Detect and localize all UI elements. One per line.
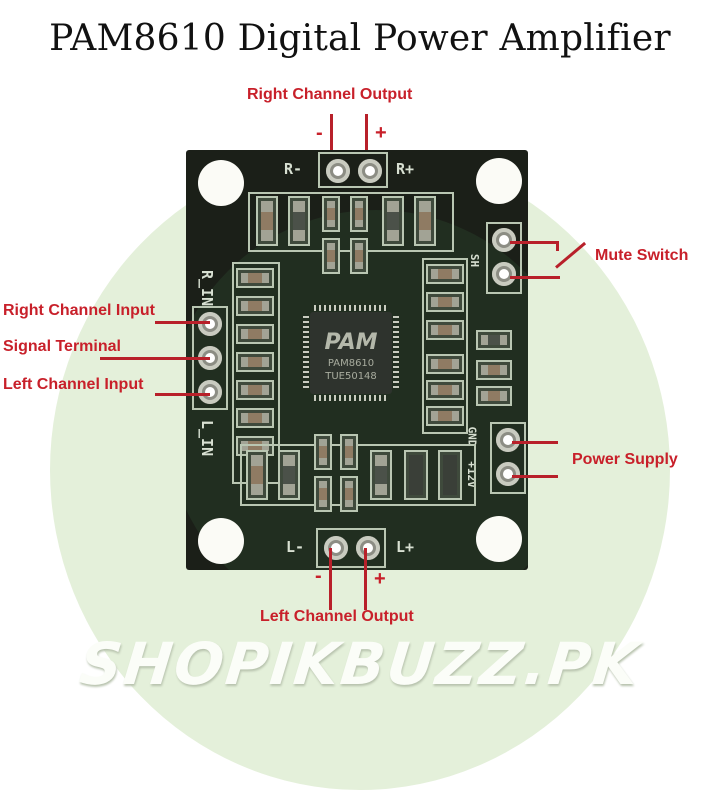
power-header bbox=[490, 422, 526, 494]
page-title: PAM8610 Digital Power Amplifier bbox=[49, 18, 671, 59]
right-resistor-outline bbox=[422, 258, 468, 434]
smd-component bbox=[246, 450, 268, 500]
pad-l-minus bbox=[324, 536, 348, 560]
smd-component bbox=[322, 238, 340, 274]
smd-component bbox=[256, 196, 278, 246]
mute-line-top-tick bbox=[556, 241, 559, 251]
mute-line-top bbox=[510, 241, 558, 244]
right-output-plus-line bbox=[365, 114, 368, 176]
silk-l-plus: L+ bbox=[396, 538, 415, 556]
smd-diode bbox=[404, 450, 428, 500]
watermark: SHOPIKBUZZ.PK bbox=[76, 630, 644, 698]
smd-component bbox=[340, 434, 358, 470]
smd-component bbox=[236, 324, 274, 344]
pad-gnd bbox=[496, 428, 520, 452]
chip-model: PAM8610 bbox=[327, 358, 375, 369]
label-signal-terminal: Signal Terminal bbox=[3, 338, 121, 355]
smd-component bbox=[340, 476, 358, 512]
pad-r-minus bbox=[326, 159, 350, 183]
label-mute-switch: Mute Switch bbox=[595, 247, 689, 264]
pad-r-in bbox=[198, 312, 222, 336]
label-power-supply: Power Supply bbox=[572, 451, 678, 468]
smd-component bbox=[314, 476, 332, 512]
pad-r-plus bbox=[358, 159, 382, 183]
smd-component bbox=[426, 320, 464, 340]
smd-component bbox=[426, 292, 464, 312]
pad-l-plus bbox=[356, 536, 380, 560]
smd-component bbox=[476, 386, 512, 406]
smd-component bbox=[236, 268, 274, 288]
silk-r-plus: R+ bbox=[396, 160, 415, 178]
smd-component bbox=[414, 196, 436, 246]
left-output-header bbox=[316, 528, 386, 568]
silk-r-in: R_IN bbox=[198, 270, 216, 307]
chip-pins-bottom bbox=[314, 395, 388, 401]
pad-mute-2 bbox=[492, 262, 516, 286]
silk-l-in: L_IN bbox=[198, 420, 216, 457]
mount-hole-bottom-right bbox=[476, 516, 522, 562]
mount-hole-top-left bbox=[198, 160, 244, 206]
left-input-line bbox=[155, 393, 210, 396]
smd-component bbox=[236, 408, 274, 428]
chip-lot: TUE50148 bbox=[325, 371, 377, 382]
right-output-minus-line bbox=[330, 114, 333, 176]
chip-pins-top bbox=[314, 305, 388, 311]
smd-component bbox=[314, 434, 332, 470]
pad-l-in bbox=[198, 380, 222, 404]
smd-component bbox=[322, 196, 340, 232]
silk-sh: SH bbox=[468, 253, 482, 268]
label-right-channel-input: Right Channel Input bbox=[3, 302, 155, 319]
left-output-plus-line bbox=[364, 548, 367, 610]
smd-component bbox=[236, 380, 274, 400]
smd-component bbox=[426, 354, 464, 374]
right-output-plus-sign: + bbox=[375, 122, 387, 144]
pcb-board: R- R+ R_IN L_IN PAM PAM8610 TUE50148 bbox=[186, 150, 528, 570]
silk-l-minus: L- bbox=[286, 538, 305, 556]
smd-component bbox=[288, 196, 310, 246]
mute-line-bottom bbox=[510, 276, 560, 279]
mount-hole-bottom-left bbox=[198, 518, 244, 564]
smd-component bbox=[426, 406, 464, 426]
right-output-header bbox=[318, 152, 388, 188]
bottom-component-outline bbox=[240, 444, 476, 506]
silk-r-minus: R- bbox=[284, 160, 303, 178]
signal-terminal-line bbox=[100, 357, 210, 360]
mute-header bbox=[486, 222, 522, 294]
chip-pins-left bbox=[303, 316, 309, 390]
smd-diode bbox=[438, 450, 462, 500]
label-right-channel-output: Right Channel Output bbox=[247, 86, 413, 103]
pad-mute-1 bbox=[492, 228, 516, 252]
smd-component bbox=[476, 360, 512, 380]
pad-12v bbox=[496, 462, 520, 486]
left-output-plus-sign: + bbox=[374, 568, 386, 590]
label-left-channel-output: Left Channel Output bbox=[260, 608, 414, 625]
smd-component bbox=[426, 380, 464, 400]
chip-logo: PAM bbox=[324, 330, 378, 355]
power-line-gnd bbox=[512, 441, 558, 444]
smd-component bbox=[476, 330, 512, 350]
smd-component bbox=[278, 450, 300, 500]
smd-component bbox=[350, 196, 368, 232]
smd-component bbox=[426, 264, 464, 284]
smd-component bbox=[350, 238, 368, 274]
label-left-channel-input: Left Channel Input bbox=[3, 376, 144, 393]
pam8610-chip: PAM PAM8610 TUE50148 bbox=[310, 312, 392, 394]
smd-component bbox=[382, 196, 404, 246]
smd-component bbox=[236, 296, 274, 316]
right-output-minus-sign: - bbox=[316, 122, 323, 144]
chip-pins-right bbox=[393, 316, 399, 390]
left-output-minus-sign: - bbox=[315, 565, 322, 587]
smd-component bbox=[370, 450, 392, 500]
smd-component bbox=[236, 352, 274, 372]
mount-hole-top-right bbox=[476, 158, 522, 204]
power-line-12v bbox=[512, 475, 558, 478]
right-input-line bbox=[155, 321, 210, 324]
left-output-minus-line bbox=[329, 548, 332, 610]
